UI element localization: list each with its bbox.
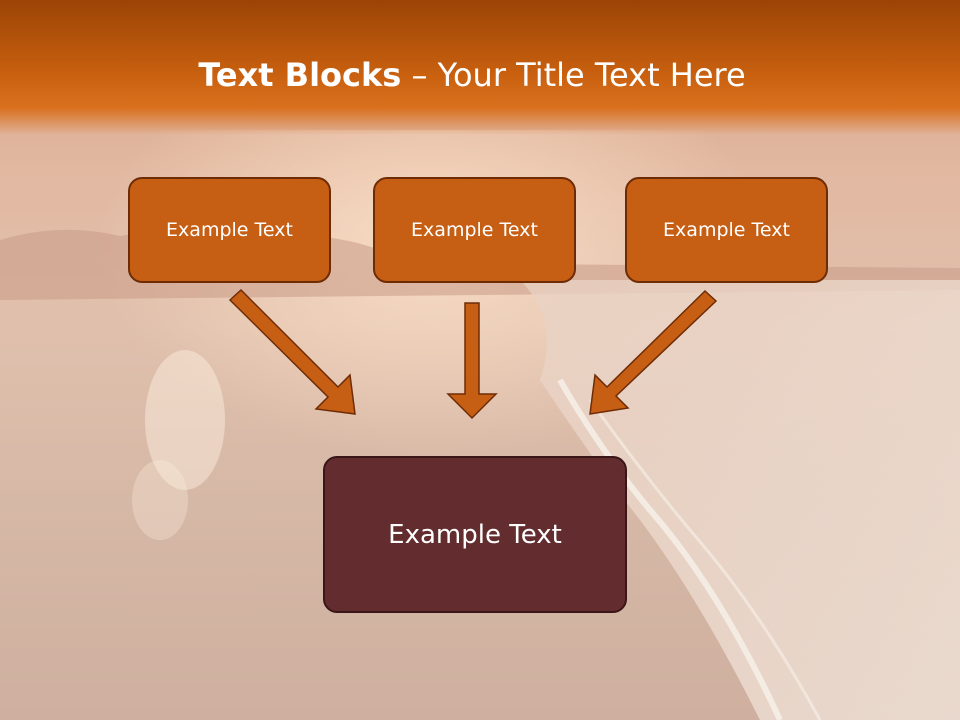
slide-title: Text Blocks – Your Title Text Here bbox=[0, 56, 944, 94]
title-band bbox=[0, 0, 960, 135]
arrow-right-icon bbox=[589, 289, 718, 415]
arrow-left-icon bbox=[228, 288, 356, 415]
text-block-center-label: Example Text bbox=[411, 219, 538, 241]
text-block-center[interactable]: Example Text bbox=[373, 177, 576, 283]
text-block-left[interactable]: Example Text bbox=[128, 177, 331, 283]
text-block-right-label: Example Text bbox=[663, 219, 790, 241]
text-block-bottom[interactable]: Example Text bbox=[323, 456, 627, 613]
text-block-right[interactable]: Example Text bbox=[625, 177, 828, 283]
title-bold-part: Text Blocks bbox=[198, 56, 402, 94]
text-block-bottom-label: Example Text bbox=[388, 519, 562, 550]
title-rest-part: Your Title Text Here bbox=[437, 56, 746, 94]
text-block-left-label: Example Text bbox=[166, 219, 293, 241]
title-separator: – bbox=[401, 56, 438, 94]
arrow-center-icon bbox=[446, 302, 498, 420]
